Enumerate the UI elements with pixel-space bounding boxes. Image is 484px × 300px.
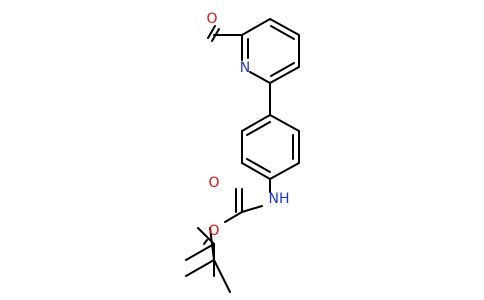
bond-c2-c3: [241, 18, 271, 36]
bond-tbu-5: [185, 259, 215, 277]
bond-c5-c6-inner: [270, 62, 295, 77]
aldehyde-oxygen-label: O: [206, 11, 217, 27]
bond-c5-c6: [269, 66, 300, 84]
bond-p1-p2: [269, 114, 300, 132]
pyridine-nitrogen-label: N: [240, 60, 250, 76]
ester-oxygen-label: O: [208, 223, 219, 239]
bond-tbu-2: [185, 243, 215, 261]
bond-p4-p5-inner: [246, 158, 271, 173]
bond-p3-p4: [269, 162, 300, 180]
bond-tbu-6: [209, 227, 215, 261]
bond-co-1: [207, 25, 216, 39]
carbamate-group: [203, 178, 271, 245]
bond-c3-c4-inner: [270, 25, 295, 40]
pyridine-ring: [241, 18, 300, 84]
carbonyl-oxygen-label: O: [208, 175, 219, 191]
bond-c3-c4: [269, 18, 300, 36]
amide-nh-label: NH: [269, 191, 290, 207]
bond-p6-p1-inner: [246, 121, 271, 136]
bond-c-oester: [224, 211, 243, 223]
phenyl-ring: [241, 114, 300, 180]
bond-c6-n: [249, 71, 271, 84]
bond-oester-c: [203, 239, 208, 245]
bond-p4-p5: [241, 162, 271, 180]
aldehyde-group: [207, 25, 243, 42]
bond-p6-p1: [241, 114, 271, 132]
bond-tbu-4: [213, 259, 231, 293]
bond-n-c: [241, 205, 263, 213]
tert-butyl-group: [185, 227, 231, 293]
